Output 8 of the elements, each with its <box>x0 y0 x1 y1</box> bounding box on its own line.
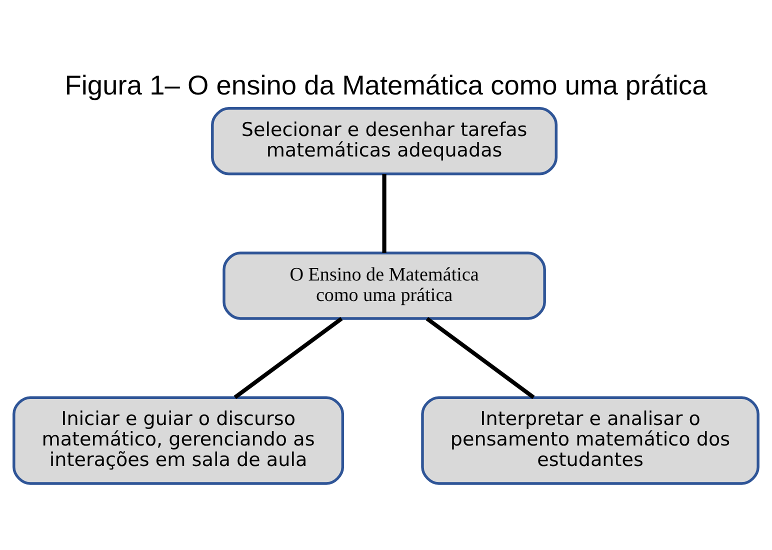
connector <box>426 316 535 398</box>
diagram-title: Figura 1– O ensino da Matemática como uma prática <box>64 69 708 100</box>
connector <box>382 173 386 252</box>
node-box: Interpretar e analisar o pensamento matemático dos estudantes <box>421 396 760 484</box>
node-box: Iniciar e guiar o discurso matemático, gerenciando as interações em sala de aula <box>12 396 344 484</box>
node-box: Selecionar e desenhar tarefas matemáticas adequadas <box>211 106 558 175</box>
node-box: O Ensino de Matemática como uma prática <box>222 251 546 320</box>
connector <box>234 316 343 398</box>
